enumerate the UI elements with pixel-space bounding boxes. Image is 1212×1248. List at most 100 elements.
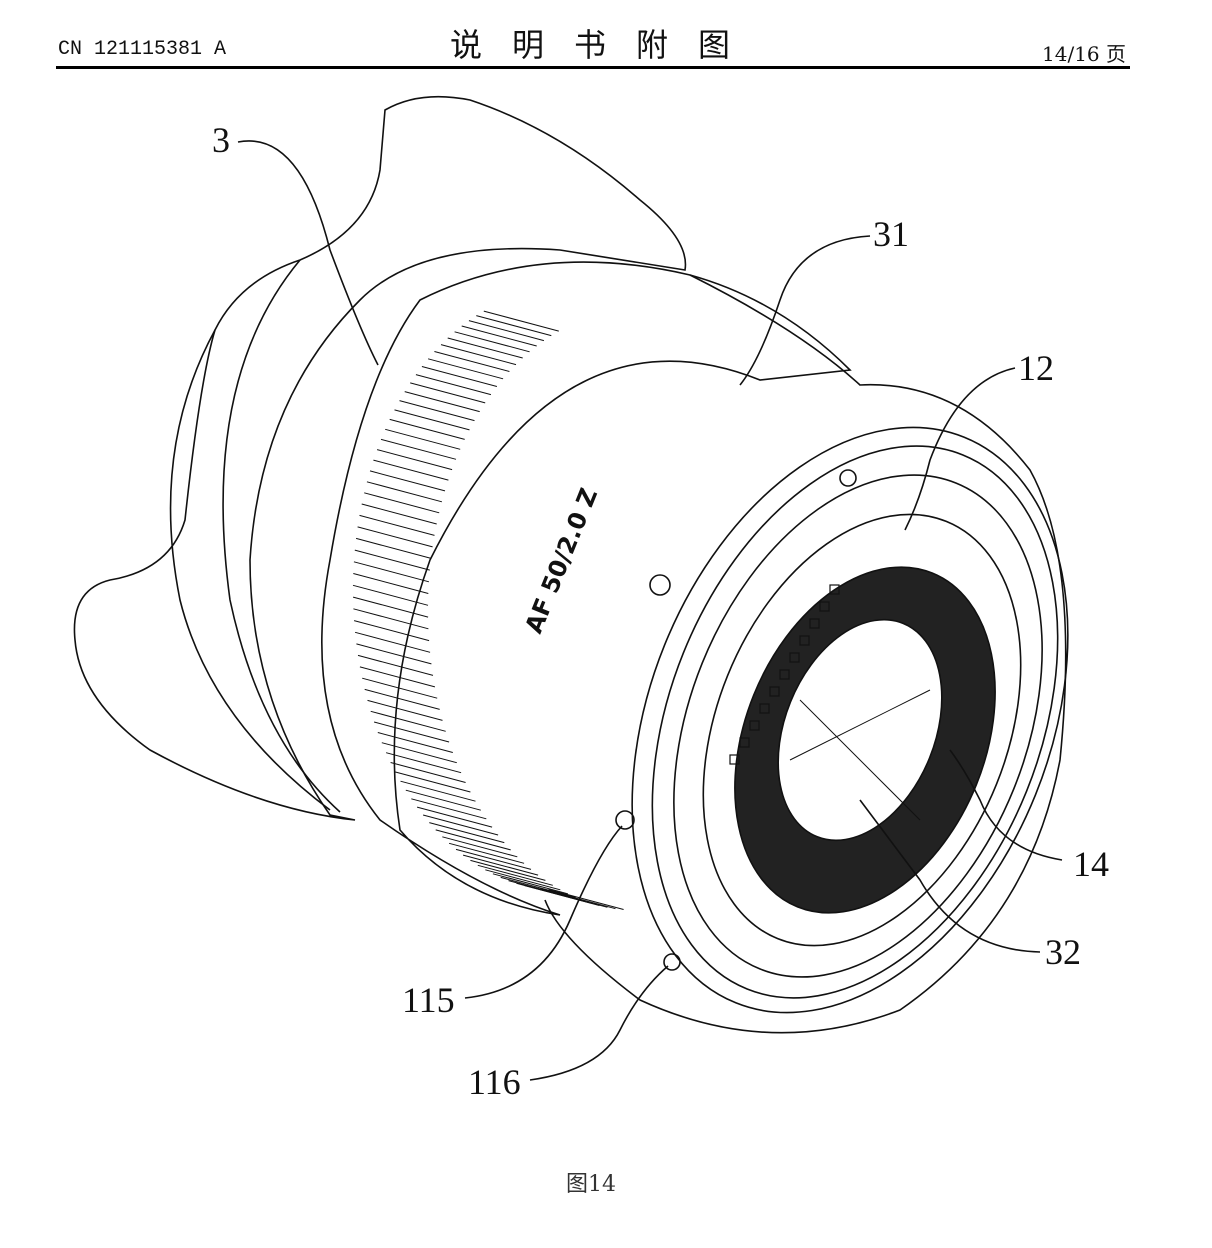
contact-pin xyxy=(829,584,840,595)
focus-ring-rib xyxy=(364,688,440,710)
focus-ring-rib xyxy=(380,438,457,460)
focus-ring-rib xyxy=(440,344,517,366)
ref-label-115: 115 xyxy=(402,980,455,1020)
focus-ring-rib xyxy=(455,848,532,870)
focus-ring-rib xyxy=(477,864,553,886)
focus-ring-rib xyxy=(540,888,616,910)
focus-ring-rib xyxy=(447,337,523,359)
focus-ring-rib xyxy=(421,366,498,387)
figure-caption: 图14 xyxy=(566,1172,616,1197)
contact-pin xyxy=(809,618,820,629)
contact-pin xyxy=(799,635,810,646)
focus-ring-rib xyxy=(461,325,537,347)
ref-label-31: 31 xyxy=(873,214,909,254)
focus-ring-rib xyxy=(395,771,471,793)
contact-pin xyxy=(819,601,830,612)
mount-outer xyxy=(631,426,1069,1014)
focus-ring-rib xyxy=(434,351,510,372)
focus-ring-rib xyxy=(352,596,429,618)
focus-ring-rib xyxy=(483,310,559,332)
focus-ring-rib xyxy=(427,358,504,380)
focus-ring-rib xyxy=(353,620,430,642)
focus-ring-rib xyxy=(364,492,440,514)
contact-pin xyxy=(739,737,750,748)
focus-ring-rib xyxy=(411,798,487,820)
focus-ring-rib xyxy=(366,481,443,503)
focus-ring-rib xyxy=(399,400,475,422)
focus-ring-rib xyxy=(442,836,518,858)
ref-label-12: 12 xyxy=(1018,348,1054,388)
contact-pin xyxy=(759,703,770,714)
focus-ring-rib xyxy=(385,752,462,774)
focus-ring-rib xyxy=(373,459,449,481)
contact-pin xyxy=(749,720,760,731)
focus-ring-rib xyxy=(373,721,450,743)
focus-ring-rib xyxy=(416,806,493,828)
focus-ring-rib xyxy=(476,315,552,337)
ref-label-32: 32 xyxy=(1045,932,1081,972)
focus-ring-rib xyxy=(500,876,576,898)
focus-ring-rib xyxy=(422,814,499,836)
focus-ring-rib xyxy=(353,573,429,594)
focus-ring-rib xyxy=(355,537,432,559)
index-mark xyxy=(649,574,671,596)
focus-ring-rib xyxy=(357,654,434,676)
screw xyxy=(839,469,857,487)
focus-ring-rib xyxy=(353,608,429,630)
page-number: 14/16 页 xyxy=(1042,42,1126,66)
contact-pin xyxy=(729,754,740,765)
lens-hood xyxy=(73,95,687,821)
lens-marking: AF 50/2.0 Z xyxy=(520,484,604,637)
header-rule xyxy=(56,66,1130,69)
rear-element xyxy=(777,618,943,842)
focus-ring-rib xyxy=(410,382,486,404)
focus-ring-rib xyxy=(429,822,505,844)
focus-ring-rib xyxy=(367,699,443,721)
electrical-contacts xyxy=(729,584,840,765)
focus-ring-rib xyxy=(532,886,608,908)
focus-ring-rib xyxy=(361,503,437,525)
focus-ring-rib xyxy=(394,409,470,431)
focus-ring-rib xyxy=(354,631,431,653)
contact-pin xyxy=(769,686,780,697)
ref-label-3: 3 xyxy=(212,120,230,160)
focus-ring xyxy=(321,261,852,916)
focus-ring-rib xyxy=(389,418,465,440)
focus-ring-rib xyxy=(385,428,461,450)
ref-label-116: 116 xyxy=(468,1062,521,1102)
focus-ring-rib xyxy=(370,710,446,732)
contact-pin xyxy=(779,669,790,680)
focus-ring-rib xyxy=(462,854,539,876)
focus-ring-rib xyxy=(369,470,446,492)
focus-ring-rib xyxy=(377,732,453,753)
contact-pin xyxy=(789,652,800,663)
focus-ring-ribs xyxy=(352,310,624,910)
focus-ring-rib xyxy=(470,859,546,881)
focus-ring-rib xyxy=(390,762,466,783)
focus-ring-rib xyxy=(415,374,492,396)
focus-ring-rib xyxy=(381,742,457,764)
focus-ring-rib xyxy=(376,449,453,471)
focus-ring-rib xyxy=(353,561,430,583)
publication-number: CN 121115381 A xyxy=(58,38,227,61)
focus-ring-rib xyxy=(354,549,430,571)
focus-ring-rib xyxy=(359,666,436,688)
focus-ring-rib xyxy=(400,780,476,802)
focus-ring-rib xyxy=(404,391,480,413)
focus-ring-rib xyxy=(405,789,481,811)
focus-ring-rib xyxy=(356,643,432,665)
focus-ring-rib xyxy=(485,869,561,891)
ref-label-14: 14 xyxy=(1073,844,1109,884)
page-title: 说明书附图 xyxy=(450,26,761,64)
screw-115 xyxy=(615,810,635,830)
focus-ring-rib xyxy=(352,584,429,606)
focus-ring-rib xyxy=(454,331,530,353)
focus-ring-rib xyxy=(359,514,435,536)
screw-116 xyxy=(663,953,681,971)
focus-ring-rib xyxy=(448,842,525,864)
lens-barrel xyxy=(544,274,1067,1034)
focus-ring-rib xyxy=(362,677,438,699)
focus-ring-rib xyxy=(548,889,624,910)
focus-ring-rib xyxy=(468,320,545,342)
